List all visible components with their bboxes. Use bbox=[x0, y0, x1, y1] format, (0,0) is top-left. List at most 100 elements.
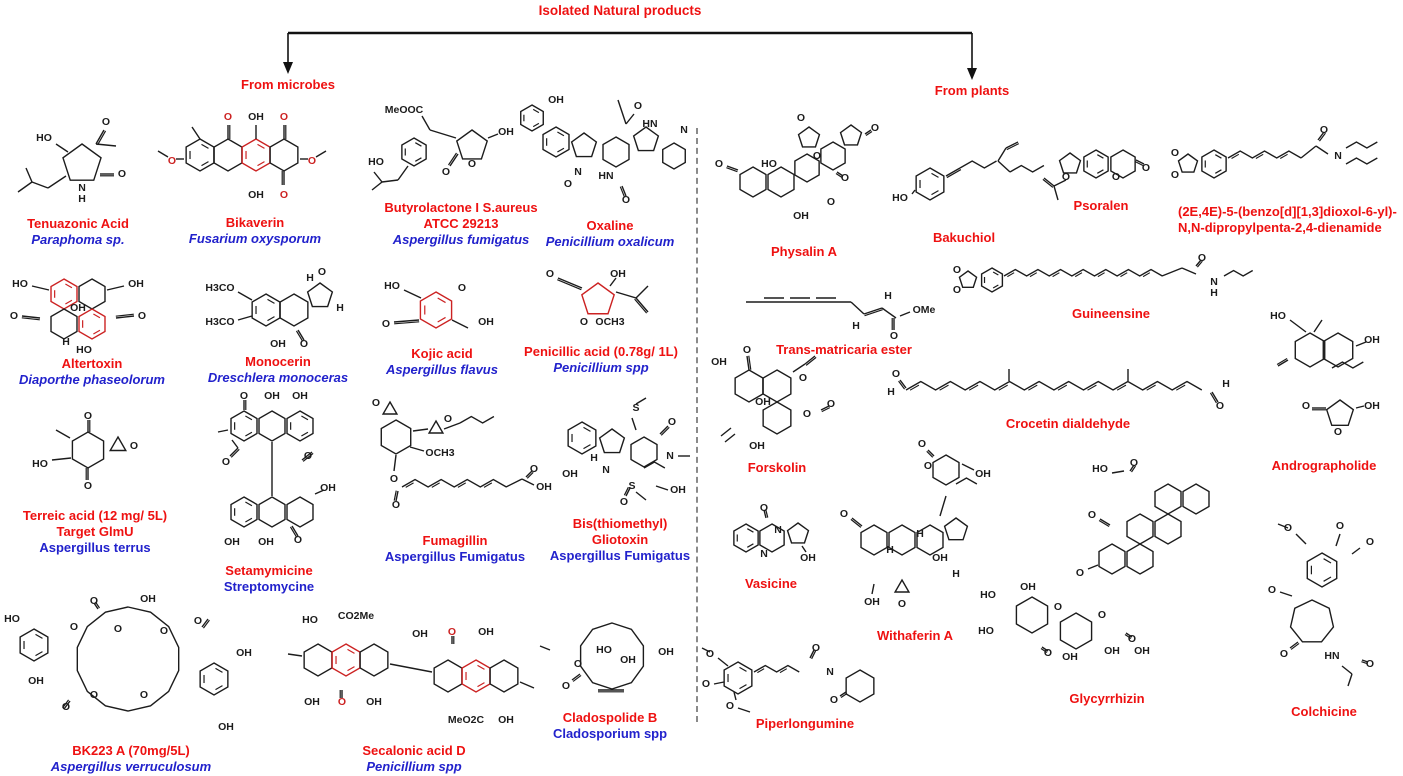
svg-text:O: O bbox=[468, 158, 476, 170]
figure-title: Isolated Natural products bbox=[538, 3, 702, 18]
svg-text:O: O bbox=[294, 534, 302, 546]
svg-text:OH: OH bbox=[270, 338, 286, 350]
compound-name: Forskolin bbox=[747, 460, 807, 475]
svg-text:MeOOC: MeOOC bbox=[385, 104, 424, 116]
svg-text:O: O bbox=[382, 318, 390, 330]
svg-text:O: O bbox=[444, 413, 452, 425]
svg-text:O: O bbox=[803, 408, 811, 420]
compound-source: Cladosporium spp bbox=[552, 726, 668, 741]
compound-name: Bakuchiol bbox=[932, 230, 996, 245]
svg-text:O: O bbox=[706, 648, 714, 660]
svg-text:HN: HN bbox=[642, 118, 657, 130]
svg-text:O: O bbox=[1076, 567, 1084, 579]
svg-text:OH: OH bbox=[975, 468, 991, 480]
compound-source: Penicillium spp bbox=[553, 360, 649, 375]
svg-text:OH: OH bbox=[755, 396, 771, 408]
compound-name: Butyrolactone I S.aureus bbox=[384, 200, 538, 215]
arrow-down-left-icon bbox=[283, 62, 293, 74]
structure-setamymicine: OOHOHOOOHOHOHO bbox=[217, 390, 336, 548]
svg-text:HN: HN bbox=[1324, 650, 1339, 662]
compound-labels: Crocetin dialdehyde bbox=[886, 416, 1250, 432]
compound-name: Secalonic acid D bbox=[362, 743, 466, 758]
svg-text:OH: OH bbox=[610, 268, 626, 280]
compound-name: Target GlmU bbox=[56, 524, 134, 539]
svg-text:OH: OH bbox=[248, 189, 264, 201]
compound-labels: Andrographolide bbox=[1246, 458, 1402, 474]
svg-text:H: H bbox=[336, 302, 344, 314]
compound-name: Physalin A bbox=[771, 244, 837, 259]
compound-labels: Glycyrrhizin bbox=[970, 691, 1244, 707]
compound-setamymicine: OOHOHOOOHOHOHOSetamymicineStreptomycine bbox=[186, 388, 352, 595]
compound-labels: Colchicine bbox=[1246, 704, 1402, 720]
svg-text:OH: OH bbox=[536, 481, 552, 493]
svg-text:HO: HO bbox=[32, 458, 48, 470]
svg-text:H: H bbox=[884, 290, 892, 302]
compound-source: Dreschlera monoceras bbox=[207, 370, 349, 385]
svg-text:O: O bbox=[562, 680, 570, 692]
compound-name: Terreic acid (12 mg/ 5L) bbox=[22, 508, 168, 523]
compound-labels: Forskolin bbox=[701, 460, 853, 476]
svg-text:O: O bbox=[300, 338, 308, 350]
svg-text:OH: OH bbox=[264, 390, 280, 402]
compound-labels: BK223 A (70mg/5L)Aspergillus verruculosu… bbox=[0, 743, 262, 775]
svg-text:H: H bbox=[306, 272, 314, 284]
svg-text:O: O bbox=[1054, 601, 1062, 613]
compound-labels: Withaferin A bbox=[826, 628, 1004, 644]
svg-text:N: N bbox=[666, 450, 674, 462]
compound-name: Gliotoxin bbox=[591, 532, 649, 547]
compound-source: Aspergillus terrus bbox=[39, 540, 151, 555]
svg-text:O: O bbox=[898, 598, 906, 610]
svg-text:O: O bbox=[1336, 520, 1344, 532]
compound-labels: Physalin A bbox=[703, 244, 905, 260]
compound-source: Paraphoma sp. bbox=[31, 232, 125, 247]
svg-text:O: O bbox=[799, 372, 807, 384]
compound-source: Streptomycine bbox=[223, 579, 315, 594]
svg-text:O: O bbox=[280, 189, 288, 201]
svg-text:OH: OH bbox=[292, 390, 308, 402]
svg-text:OH: OH bbox=[258, 536, 274, 548]
svg-text:HO: HO bbox=[978, 625, 994, 637]
svg-text:O: O bbox=[280, 111, 288, 123]
svg-text:HO: HO bbox=[4, 613, 20, 625]
svg-text:OH: OH bbox=[320, 482, 336, 494]
compound-source: Aspergillus flavus bbox=[386, 362, 498, 377]
svg-text:N: N bbox=[602, 464, 610, 476]
svg-text:O: O bbox=[118, 168, 126, 180]
svg-text:OH: OH bbox=[620, 654, 636, 666]
compound-source: Aspergillus fumigatus bbox=[392, 232, 530, 247]
svg-text:OH: OH bbox=[1104, 645, 1120, 657]
svg-text:H: H bbox=[916, 528, 924, 540]
svg-text:HO: HO bbox=[36, 132, 52, 144]
compound-name: Oxaline bbox=[586, 218, 634, 233]
svg-text:O: O bbox=[668, 416, 676, 428]
compound-name: Guineensine bbox=[1071, 306, 1151, 321]
svg-text:HO: HO bbox=[76, 344, 92, 356]
svg-text:H: H bbox=[590, 452, 598, 464]
svg-text:H: H bbox=[62, 336, 70, 348]
svg-text:O: O bbox=[1334, 426, 1342, 438]
svg-text:O: O bbox=[574, 658, 582, 670]
compound-source: Penicillium oxalicum bbox=[545, 234, 675, 249]
svg-text:O: O bbox=[1112, 171, 1120, 183]
svg-text:S: S bbox=[632, 402, 639, 414]
svg-text:O: O bbox=[715, 158, 723, 170]
